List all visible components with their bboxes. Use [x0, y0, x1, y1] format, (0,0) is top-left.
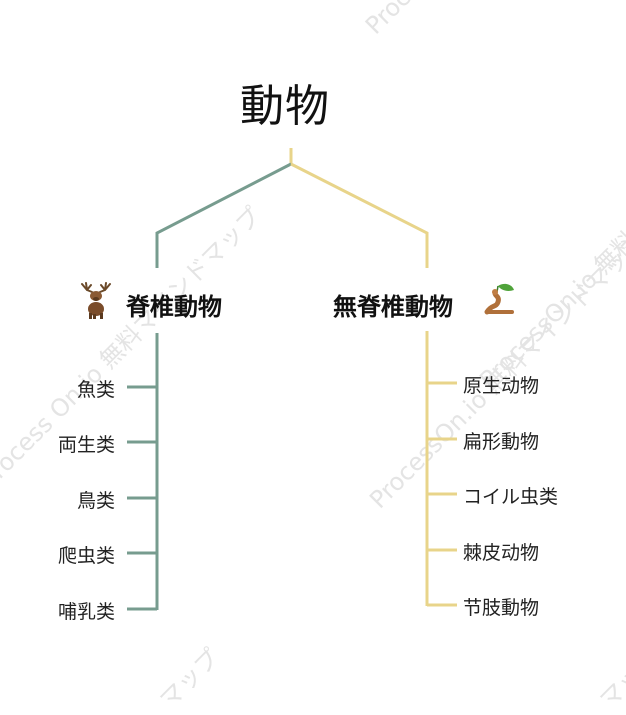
leaf-echinoderms[interactable]: 棘皮动物 — [463, 542, 540, 564]
leaf-arthropods[interactable]: 节肢動物 — [463, 597, 540, 619]
leaf-fish[interactable]: 魚类 — [76, 379, 115, 401]
leaf-mammals[interactable]: 哺乳类 — [57, 601, 115, 623]
branch-vertebrates[interactable]: 脊椎動物 — [126, 293, 222, 321]
worm-icon — [484, 283, 514, 315]
branch-invertebrates[interactable]: 無脊椎動物 — [333, 293, 453, 321]
leaf-protozoa[interactable]: 原生动物 — [463, 375, 540, 397]
branch-connector-invertebrates — [290, 162, 429, 268]
leaf-birds[interactable]: 鳥类 — [76, 490, 115, 512]
leaf-coil-worms[interactable]: コイル虫类 — [463, 486, 559, 508]
root-node[interactable]: 動物 — [240, 81, 330, 132]
leaf-flatworms[interactable]: 扁形動物 — [463, 431, 540, 453]
leaf-amphibians[interactable]: 両生类 — [57, 434, 115, 456]
mindmap-connectors — [127, 148, 457, 611]
leaf-reptiles[interactable]: 爬虫类 — [57, 545, 115, 567]
branch-connector-vertebrates — [155, 162, 292, 268]
moose-icon — [81, 282, 111, 319]
